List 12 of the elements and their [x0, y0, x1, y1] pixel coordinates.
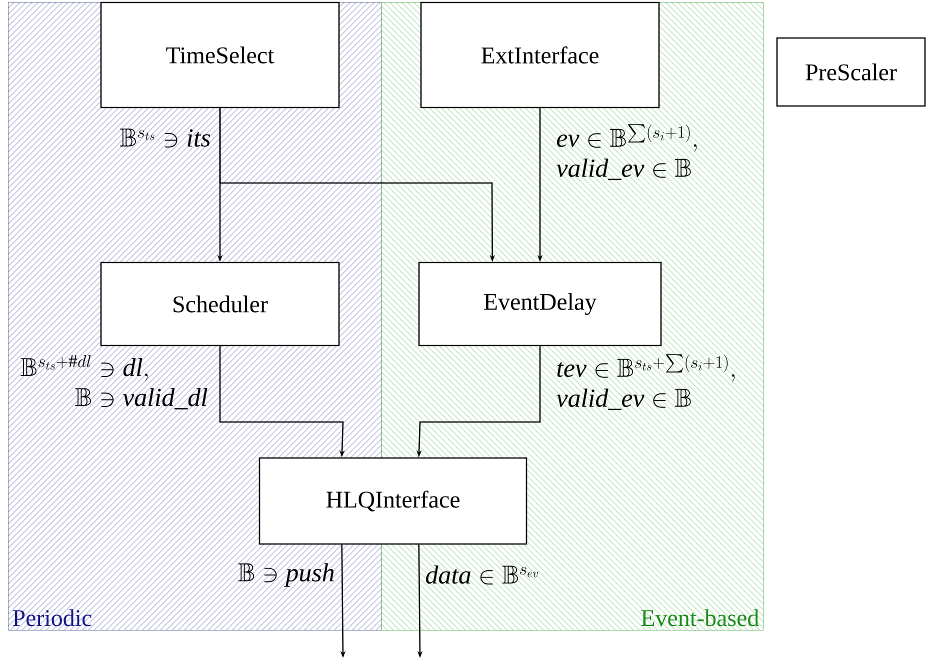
component-box: EventDelay	[418, 262, 662, 346]
component-box: HLQInterface	[258, 457, 528, 545]
edge-label: $\mathbb{B}^{s_{ts}} \ni \mathit{its}$	[120, 128, 210, 148]
component-box: TimeSelect	[100, 2, 340, 108]
edge-label: $\mathit{data} \in \mathbb{B}^{s_{ev}}$	[426, 566, 538, 585]
edge-label: $\mathbb{B} \ni \mathit{push}$	[238, 563, 334, 587]
edge-label: $\begin{array}{l} \mathit{ev} \in \mathbb{B}^{\sum(s_i+1)}, \\ \mathit{valid\_ev} \in \mathbb{B} \end{array}$	[556, 124, 697, 180]
edge-label: $\begin{array}{r@{\;}c@{\;}l} \mathbb{B}^{s_{ts}+\#dl} & \ni & \mathit{dl}, \\ \mathbb{B} & \ni & \mathit{valid\_dl} \end{array}$	[20, 354, 208, 410]
component-box: Scheduler	[100, 262, 340, 346]
edge-label: $\begin{array}{l} \mathit{tev} \in \mathbb{B}^{s_{ts}+\sum(s_i+1)}, \\ \mathit{valid\_ev} \in \mathbb{B} \end{array}$	[556, 354, 735, 410]
component-box: PreScaler	[776, 37, 926, 107]
component-box: ExtInterface	[420, 2, 660, 108]
